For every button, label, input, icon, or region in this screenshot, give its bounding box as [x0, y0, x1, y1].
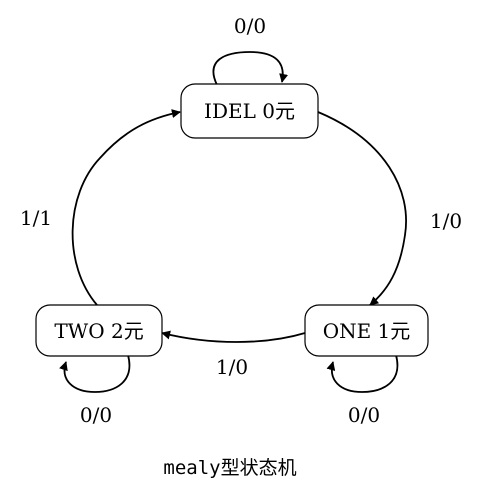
- edge-idel-self-label: 0/0: [234, 14, 266, 38]
- state-idel-label: IDEL 0元: [204, 99, 295, 123]
- state-two-label: TWO 2元: [54, 319, 143, 343]
- state-one-label: ONE 1元: [323, 319, 411, 343]
- edge-idel-self-loop: [212, 51, 288, 86]
- diagram-caption: mealy型状态机: [163, 457, 296, 479]
- state-idel: IDEL 0元: [180, 83, 319, 139]
- edge-two-self-label: 0/0: [80, 403, 112, 427]
- edge-one-to-two: [161, 330, 306, 343]
- state-one-box: [304, 304, 429, 357]
- state-one: ONE 1元: [304, 304, 429, 357]
- state-two: TWO 2元: [35, 304, 163, 357]
- edge-idel-to-one-label: 1/0: [430, 209, 462, 233]
- edge-two-to-idel-label: 1/1: [20, 206, 52, 230]
- edge-one-to-two-label: 1/0: [216, 355, 248, 379]
- edge-two-self-loop: [59, 354, 131, 393]
- state-two-box: [35, 304, 163, 357]
- edge-two-to-idel: [71, 109, 181, 306]
- edge-idel-to-one: [317, 111, 407, 306]
- edge-one-self-loop: [326, 354, 399, 393]
- edge-one-self-label: 0/0: [348, 403, 380, 427]
- state-idel-box: [180, 83, 319, 139]
